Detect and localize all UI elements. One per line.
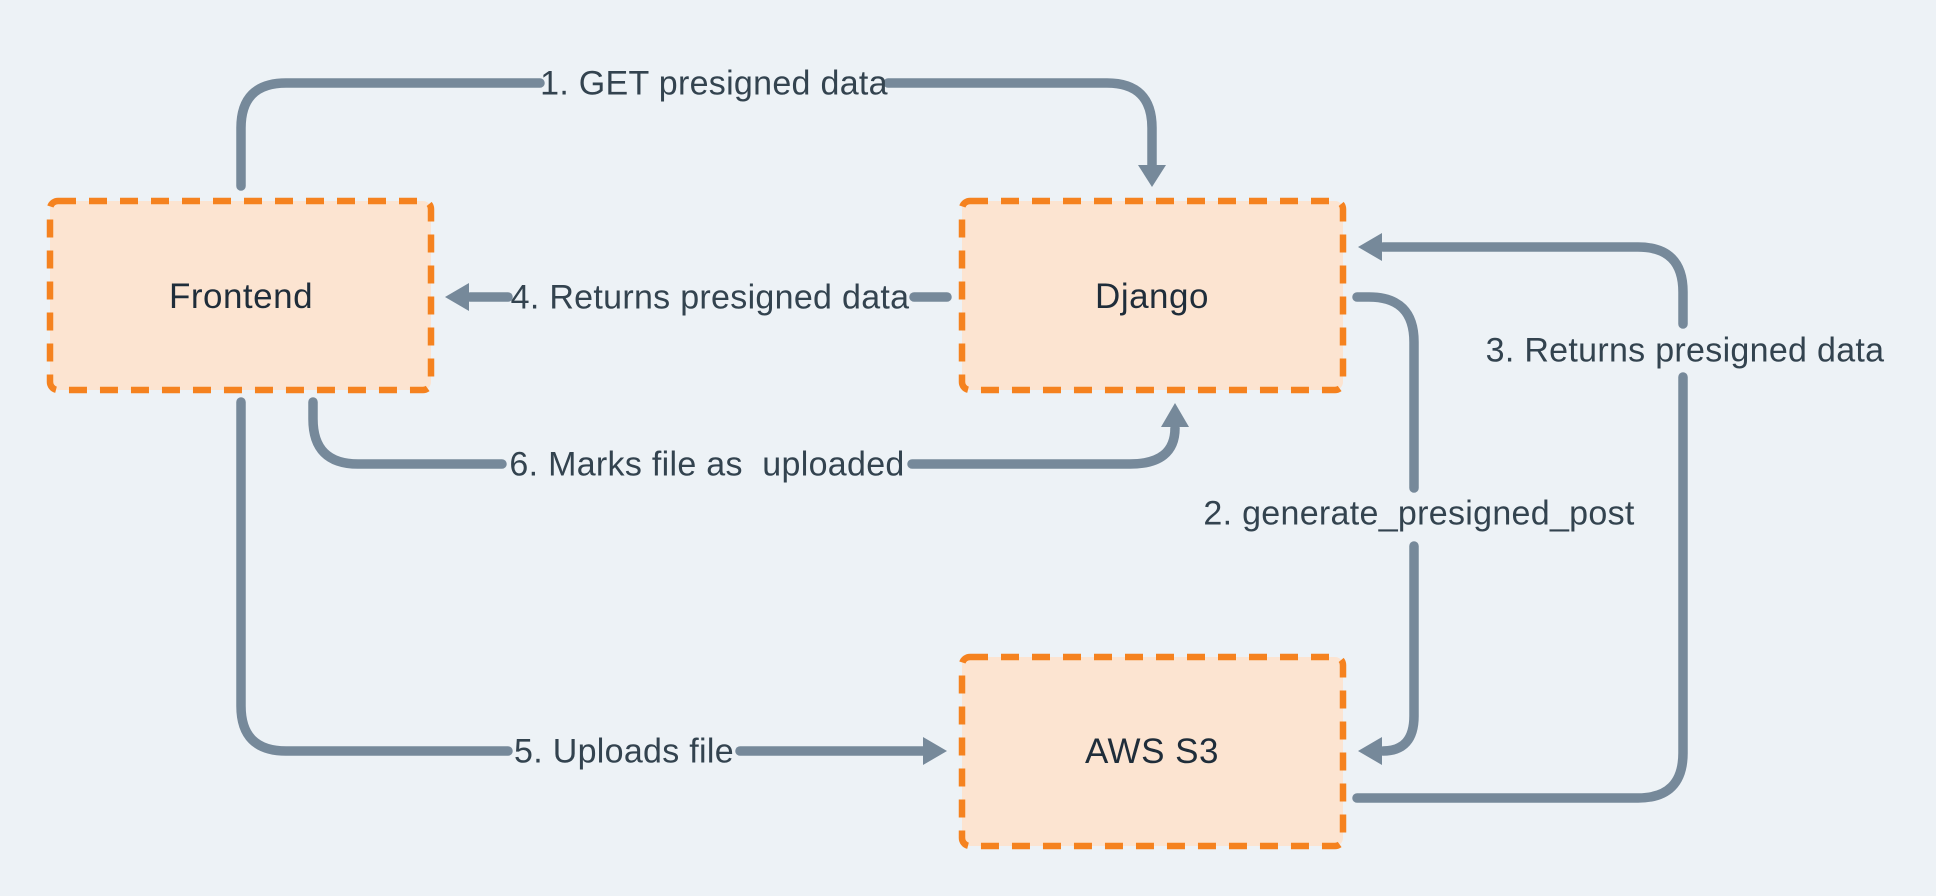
arrowhead-left-icon [1358,233,1382,261]
edge-1-segment [236,78,545,191]
edge-label-6: 6. Marks file as uploaded [509,445,905,484]
edge-label-4: 4. Returns presigned data [510,278,910,317]
aws-s3-node-box [958,653,1347,850]
node-label-frontend: Frontend [168,277,314,316]
edge-4-returns-presigned-data [445,283,952,311]
edge-label-5: 5. Uploads file [514,732,734,771]
edge-label-2: 2. generate_presigned_post [1203,494,1635,533]
edge-6-segment [308,397,507,469]
edge-2-generate-presigned-post [1352,292,1419,765]
django-node-box [958,197,1347,394]
node-label-django: Django [1095,277,1209,316]
edge-label-1: 1. GET presigned data [540,64,888,103]
arrowhead-down-icon [1138,165,1166,187]
edge-5-uploads-file [236,397,947,765]
edge-2-segment [1352,292,1419,493]
edge-5-segment [236,397,513,756]
edge-2-segment [1378,541,1419,756]
arrowhead-left-icon [445,283,469,311]
edge-3-returns-presigned-data [1352,233,1688,803]
edge-1-segment [883,78,1157,172]
node-label-aws-s3: AWS S3 [1085,732,1219,771]
edge-label-3: 3. Returns presigned data [1485,331,1885,370]
arrowhead-up-icon [1161,403,1189,427]
arrowhead-left-icon [1358,737,1382,765]
edge-1-get-presigned-data [236,78,1166,191]
frontend-node-box [46,197,435,394]
edge-3-segment [1378,242,1688,329]
arrowhead-right-icon [923,737,947,765]
edge-3-segment [1352,372,1688,803]
edge-6-marks-file-uploaded [308,397,1189,469]
edge-6-segment [907,423,1180,469]
